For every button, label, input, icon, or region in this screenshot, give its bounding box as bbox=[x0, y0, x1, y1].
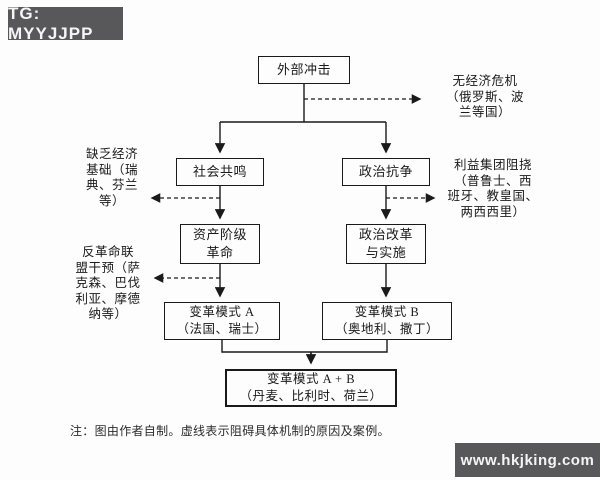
connector-merge bbox=[221, 340, 388, 363]
node-model-a: 变革模式 A （法国、瑞士） bbox=[164, 302, 280, 340]
node-political-contention: 政治抗争 bbox=[342, 158, 430, 186]
node-model-b: 变革模式 B （奥地利、撒丁） bbox=[322, 302, 452, 340]
annotation-no-economic-crisis: 无经济危机 （俄罗斯、波 兰等国） bbox=[445, 74, 524, 119]
annotation-counter-revolutionary-alliance: 反革命联 盟干预（萨 克森、巴伐 利亚、摩德 纳等） bbox=[75, 245, 141, 321]
node-bourgeois-revolution: 资产阶级 革命 bbox=[180, 224, 260, 264]
watermark-badge: www.hkjking.com bbox=[455, 443, 600, 477]
annotation-interest-group-obstruction: 利益集团阻挠 （普鲁士、西 班牙、教皇国、 两西西里） bbox=[447, 158, 539, 219]
node-social-resonance: 社会共鸣 bbox=[176, 158, 264, 186]
figure-footnote: 注：图由作者自制。虚线表示阻碍具体机制的原因及案例。 bbox=[70, 424, 390, 438]
node-external-shock: 外部冲击 bbox=[258, 56, 350, 84]
node-model-a-plus-b: 变革模式 A + B （丹麦、比利时、荷兰） bbox=[225, 369, 397, 407]
node-political-reform: 政治改革 与实施 bbox=[346, 224, 426, 264]
annotation-lack-of-economic-base: 缺乏经济 基础（瑞 典、芬兰 等） bbox=[85, 147, 138, 208]
telegram-badge: TG: MYYJJPP bbox=[8, 4, 123, 43]
